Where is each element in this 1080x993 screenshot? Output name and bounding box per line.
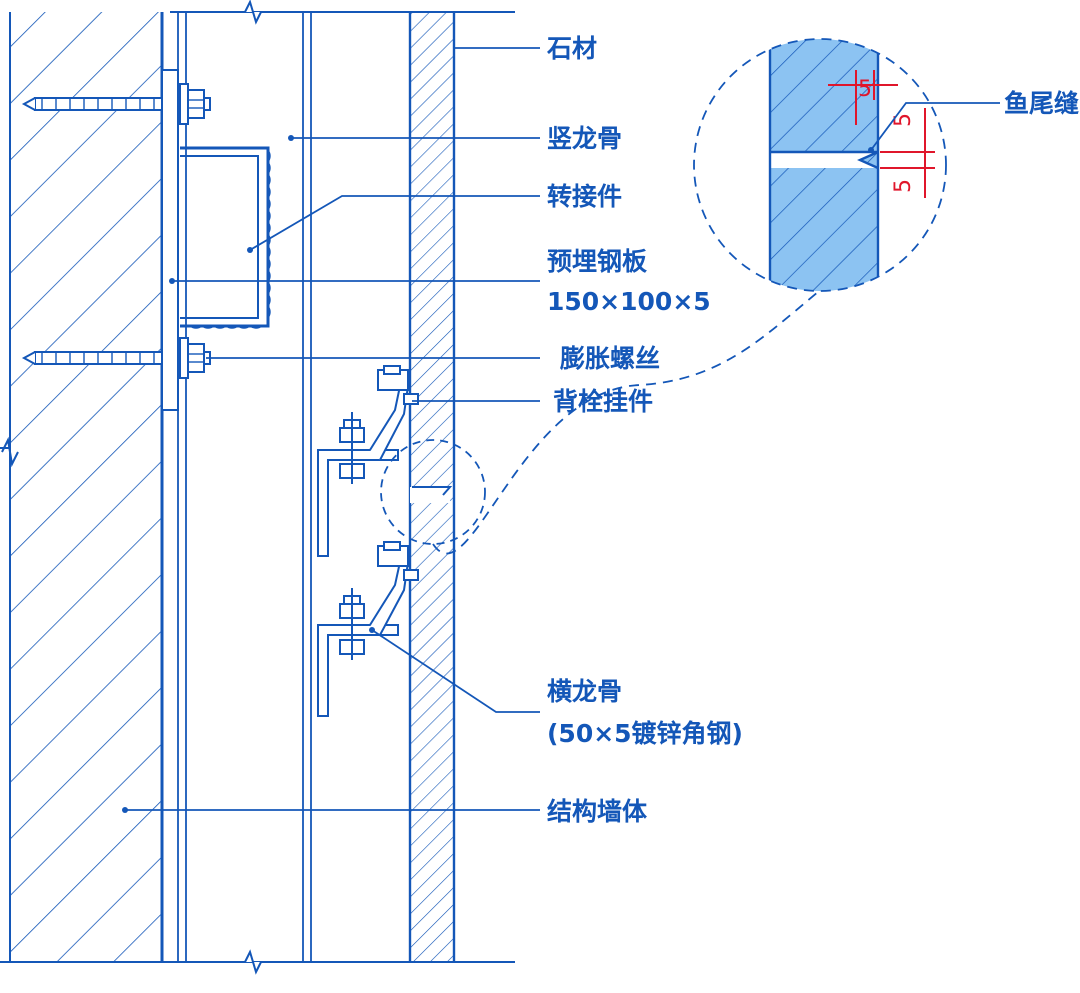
label-stone: 石材 [546,34,597,63]
expansion-bolt-bottom [21,337,211,379]
dimension-label-depth-b: 5 [891,179,916,193]
leader-dots [122,135,874,813]
dimension-joint-depth: 5 5 [880,108,935,198]
dimension-joint-width: 5 [828,70,898,125]
dimension-label-depth-a: 5 [891,113,916,127]
label-embedded-plate-spec: 150×100×5 [547,287,711,316]
embedded-steel-plate [161,69,179,411]
horizontal-keel-upper [317,365,419,557]
label-embedded-plate: 预埋钢板 [547,247,647,276]
expansion-bolt-top [21,83,211,125]
label-back-bolt-hanger: 背栓挂件 [553,387,653,416]
fishtail-joint-detail [432,38,947,555]
dimension-label-width: 5 [858,77,872,102]
detail-marker-circle [380,439,486,545]
label-expansion-bolt: 膨胀螺丝 [560,344,660,373]
leader-lines [125,47,1000,811]
label-horizontal-keel: 横龙骨 [547,677,622,706]
structural-wall [0,12,164,962]
label-vertical-keel: 竖龙骨 [547,124,622,153]
label-structural-wall: 结构墙体 [547,797,648,826]
label-horizontal-keel-spec: (50×5镀锌角钢) [547,719,743,748]
label-fishtail-joint: 鱼尾缝 [1004,89,1079,118]
vertical-keel [177,12,312,962]
stone-panel [408,12,456,962]
adapter-channel [180,146,271,329]
label-adapter: 转接件 [547,182,622,211]
horizontal-keel-lower [317,541,419,717]
